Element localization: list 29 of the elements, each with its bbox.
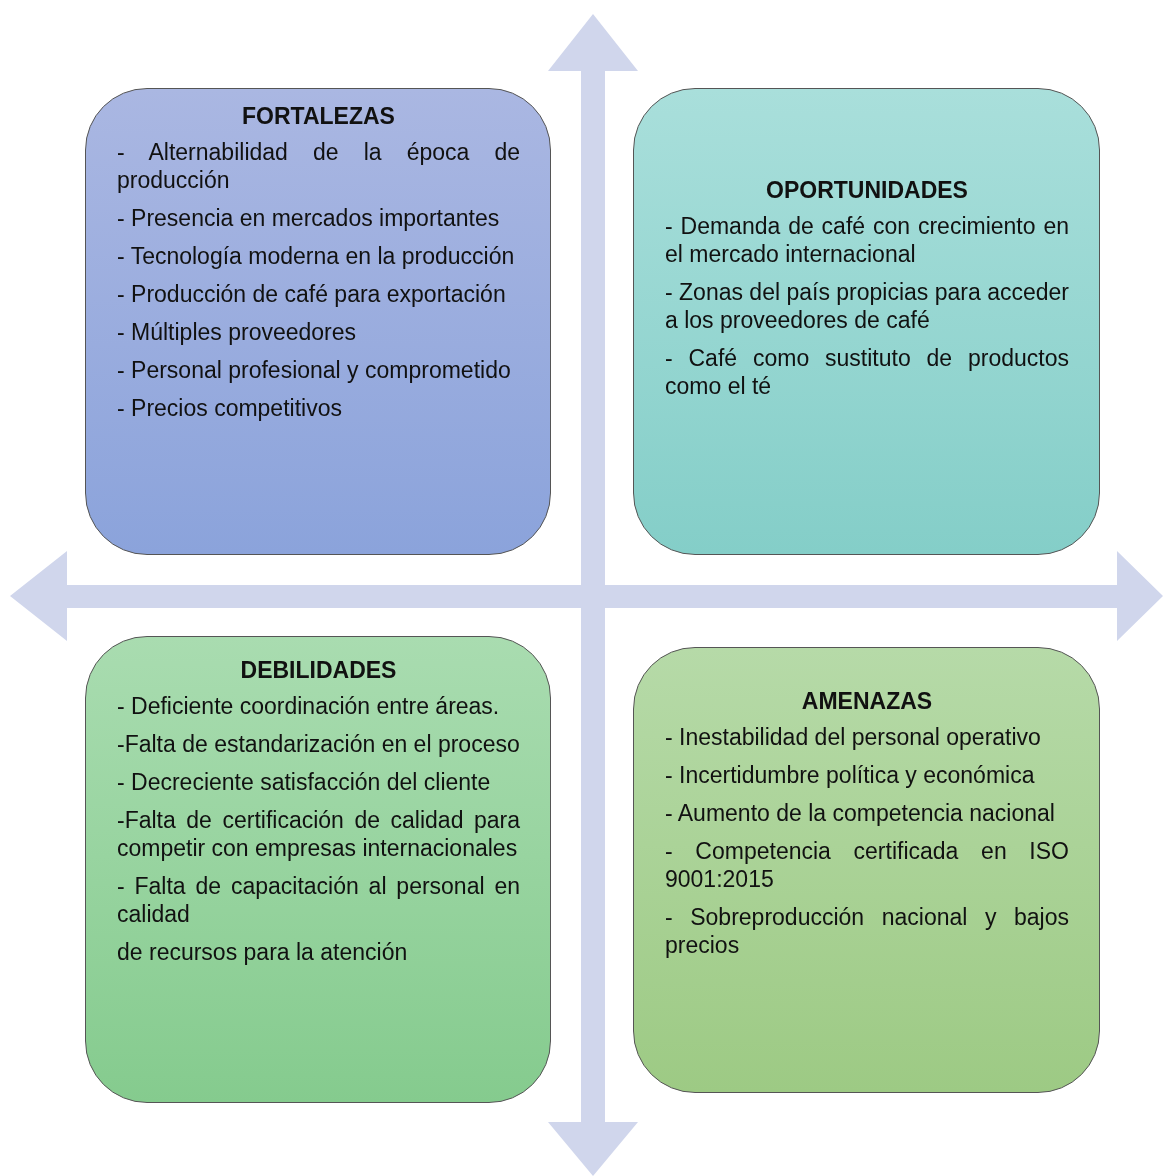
quadrant-box <box>633 647 1100 1093</box>
quadrant-box <box>85 636 551 1103</box>
list-item: - Presencia en mercados importantes <box>117 204 501 232</box>
list-item: - Sobreproducción nacional y bajos precios <box>665 903 1069 959</box>
list-item: - Falta de capacitación al personal en calidad <box>117 872 520 928</box>
list-item: - Decreciente satisfacción del cliente <box>117 768 492 796</box>
quadrant-box <box>85 88 551 555</box>
list-item: de recursos para la atención <box>117 938 409 966</box>
quadrant-heading: AMENAZAS <box>800 688 934 715</box>
list-item: - Producción de café para exportación <box>117 280 507 308</box>
list-item: - Alternabilidad de la época de producción <box>117 138 520 194</box>
quadrant-heading: OPORTUNIDADES <box>765 177 969 204</box>
list-item: -Falta de estandarización en el proceso <box>117 730 520 758</box>
list-item: - Tecnología moderna en la producción <box>117 242 516 270</box>
quadrant-box <box>633 88 1100 555</box>
list-item: - Demanda de café con crecimiento en el mercado internacional <box>665 212 1069 268</box>
quadrant-heading: DEBILIDADES <box>239 657 398 684</box>
quadrant-heading: FORTALEZAS <box>241 103 396 130</box>
list-item: - Café como sustituto de productos como el té <box>665 344 1069 400</box>
list-item: - Múltiples proveedores <box>117 318 358 346</box>
list-item: - Zonas del país propicias para acceder a los proveedores de café <box>665 278 1069 334</box>
list-item: - Precios competitivos <box>117 394 343 422</box>
list-item: -Falta de certificación de calidad para competir con empresas internacionales <box>117 806 520 862</box>
list-item: - Personal profesional y comprometido <box>117 356 512 384</box>
list-item: - Aumento de la competencia nacional <box>665 799 1056 827</box>
list-item: - Deficiente coordinación entre áreas. <box>117 692 501 720</box>
list-item: - Incertidumbre política y económica <box>665 761 1036 789</box>
list-item: - Competencia certificada en ISO 9001:2015 <box>665 837 1069 893</box>
list-item: - Inestabilidad del personal operativo <box>665 723 1042 751</box>
